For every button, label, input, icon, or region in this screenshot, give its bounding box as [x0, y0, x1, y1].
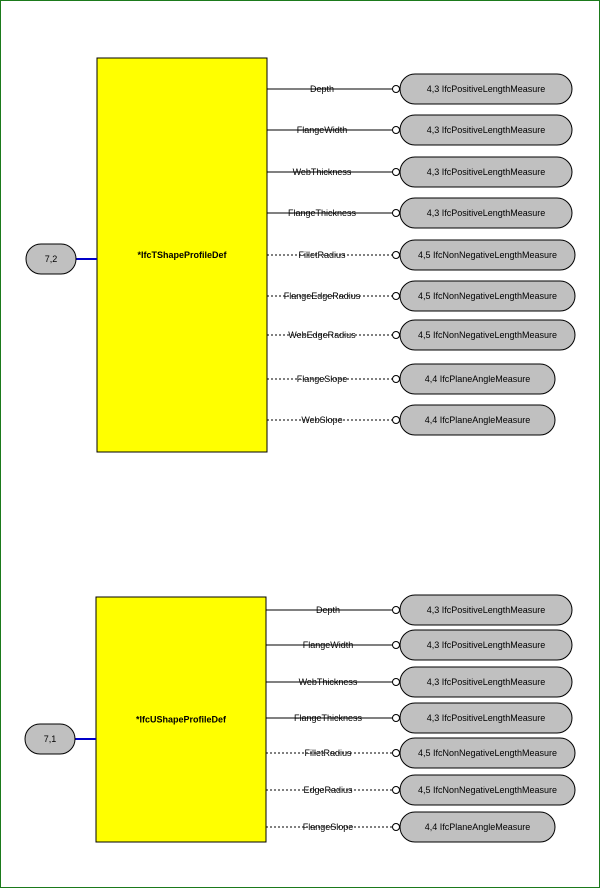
relationship-end-circle: [392, 786, 400, 794]
relationship-end-circle: [392, 606, 400, 614]
attribute-type-pill[interactable]: [399, 594, 573, 626]
attribute-type-label: 4,3 IfcPositiveLengthMeasure: [427, 677, 546, 687]
attribute-name: Depth: [310, 84, 334, 94]
attribute-type-pill[interactable]: [399, 404, 556, 436]
relationship-end-circle: [392, 331, 400, 339]
page-reference-label: 7,1: [44, 734, 57, 744]
attribute-name: WebSlope: [301, 415, 342, 425]
attribute-name: FlangeThickness: [294, 713, 363, 723]
attribute-type-pill[interactable]: [399, 737, 576, 769]
relationship-end-circle: [392, 641, 400, 649]
attribute-name: FlangeThickness: [288, 208, 357, 218]
attribute-type-pill[interactable]: [399, 197, 573, 229]
attribute-type-label: 4,4 IfcPlaneAngleMeasure: [425, 374, 531, 384]
attribute-name: FlangeEdgeRadius: [284, 291, 361, 301]
attribute-name: FilletRadius: [304, 748, 352, 758]
entity-name: *IfcUShapeProfileDef: [136, 715, 227, 725]
relationship-end-circle: [392, 168, 400, 176]
attribute-type-label: 4,3 IfcPositiveLengthMeasure: [427, 125, 546, 135]
attribute-type-label: 4,3 IfcPositiveLengthMeasure: [427, 208, 546, 218]
attribute-name: WebThickness: [299, 677, 358, 687]
attribute-name: FlangeSlope: [303, 822, 354, 832]
entity-name: *IfcTShapeProfileDef: [137, 250, 227, 260]
attribute-type-label: 4,5 IfcNonNegativeLengthMeasure: [418, 330, 557, 340]
attribute-type-pill[interactable]: [399, 114, 573, 146]
attribute-type-pill[interactable]: [399, 811, 556, 843]
relationship-end-circle: [392, 823, 400, 831]
attribute-type-label: 4,5 IfcNonNegativeLengthMeasure: [418, 291, 557, 301]
attribute-type-label: 4,3 IfcPositiveLengthMeasure: [427, 167, 546, 177]
relationship-end-circle: [392, 209, 400, 217]
attribute-name: FilletRadius: [298, 250, 346, 260]
attribute-name: EdgeRadius: [303, 785, 353, 795]
attribute-name: FlangeWidth: [297, 125, 348, 135]
attribute-type-pill[interactable]: [399, 239, 576, 271]
relationship-end-circle: [392, 126, 400, 134]
attribute-name: FlangeSlope: [297, 374, 348, 384]
attribute-type-label: 4,3 IfcPositiveLengthMeasure: [427, 605, 546, 615]
attribute-name: FlangeWidth: [303, 640, 354, 650]
attribute-type-pill[interactable]: [399, 774, 576, 806]
attribute-type-label: 4,5 IfcNonNegativeLengthMeasure: [418, 748, 557, 758]
attribute-name: WebThickness: [293, 167, 352, 177]
page-reference[interactable]: [25, 243, 77, 275]
attribute-type-label: 4,3 IfcPositiveLengthMeasure: [427, 640, 546, 650]
page-reference[interactable]: [24, 723, 76, 755]
relationship-end-circle: [392, 416, 400, 424]
page-reference-label: 7,2: [45, 254, 58, 264]
attribute-type-pill[interactable]: [399, 363, 556, 395]
entity-box[interactable]: [96, 57, 268, 453]
attribute-name: Depth: [316, 605, 340, 615]
attribute-type-pill[interactable]: [399, 629, 573, 661]
attribute-type-pill[interactable]: [399, 666, 573, 698]
attribute-type-pill[interactable]: [399, 156, 573, 188]
entity-box[interactable]: [95, 596, 267, 843]
attribute-type-label: 4,5 IfcNonNegativeLengthMeasure: [418, 250, 557, 260]
relationship-end-circle: [392, 678, 400, 686]
attribute-type-label: 4,3 IfcPositiveLengthMeasure: [427, 84, 546, 94]
relationship-end-circle: [392, 749, 400, 757]
attribute-type-label: 4,4 IfcPlaneAngleMeasure: [425, 415, 531, 425]
relationship-end-circle: [392, 251, 400, 259]
attribute-type-label: 4,5 IfcNonNegativeLengthMeasure: [418, 785, 557, 795]
attribute-name: WebEdgeRadius: [288, 330, 356, 340]
attribute-type-pill[interactable]: [399, 280, 576, 312]
attribute-type-label: 4,4 IfcPlaneAngleMeasure: [425, 822, 531, 832]
attribute-type-pill[interactable]: [399, 319, 576, 351]
attribute-type-label: 4,3 IfcPositiveLengthMeasure: [427, 713, 546, 723]
relationship-end-circle: [392, 85, 400, 93]
relationship-end-circle: [392, 292, 400, 300]
attribute-type-pill[interactable]: [399, 73, 573, 105]
relationship-end-circle: [392, 714, 400, 722]
attribute-type-pill[interactable]: [399, 702, 573, 734]
relationship-end-circle: [392, 375, 400, 383]
